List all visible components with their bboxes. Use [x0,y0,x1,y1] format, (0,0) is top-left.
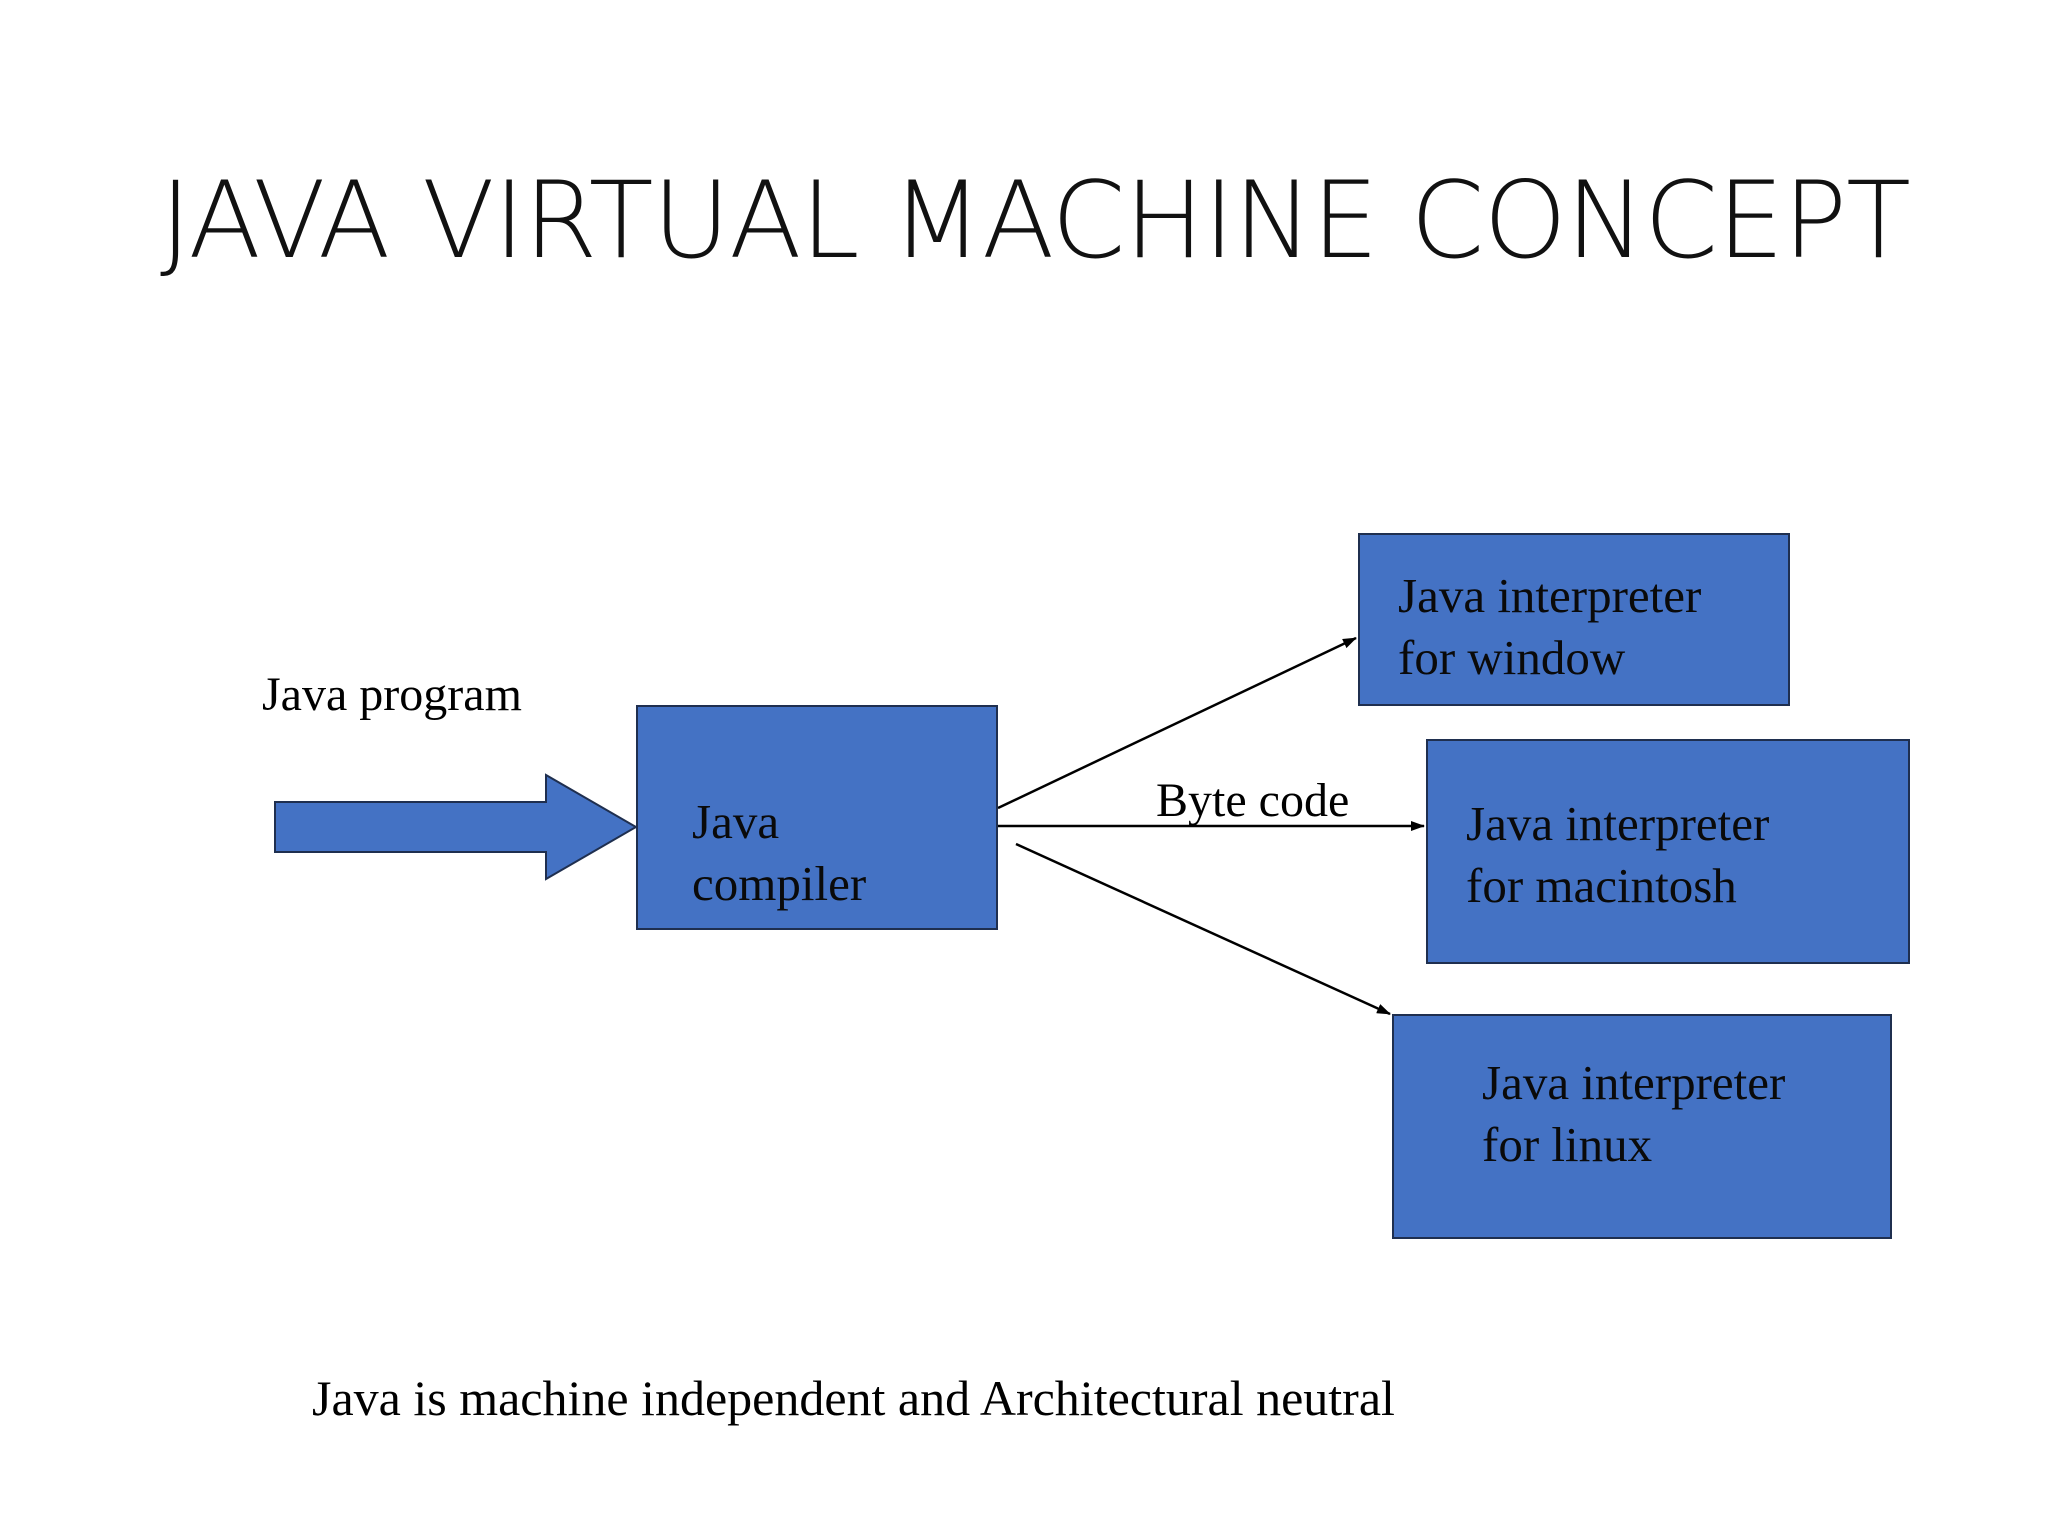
interpreter-linux-box: Java interpreter for linux [1392,1014,1892,1239]
slide-title: JAVA VIRTUAL MACHINE CONCEPT [160,159,1911,282]
interpreter-linux-line-2: for linux [1482,1117,1653,1172]
interpreter-macintosh-text: Java interpreter for macintosh [1466,793,1769,917]
interpreter-linux-line-1: Java interpreter [1482,1055,1786,1110]
java-compiler-line-2: compiler [692,856,867,911]
interpreter-macintosh-box: Java interpreter for macintosh [1426,739,1910,964]
arrow-to-linux-interpreter [1015,842,1391,1016]
interpreter-window-line-1: Java interpreter [1398,568,1702,623]
java-compiler-box: Java compiler [636,705,998,930]
java-compiler-text: Java compiler [692,791,866,915]
interpreter-window-box: Java interpreter for window [1358,533,1790,706]
interpreter-linux-text: Java interpreter for linux [1482,1052,1785,1176]
footer-caption: Java is machine independent and Architec… [312,1370,1395,1426]
java-program-label: Java program [262,668,522,721]
interpreter-macintosh-line-2: for macintosh [1466,858,1737,913]
interpreter-macintosh-line-1: Java interpreter [1466,796,1770,851]
input-block-arrow [274,773,638,881]
interpreter-window-text: Java interpreter for window [1398,565,1701,689]
byte-code-label: Byte code [1156,774,1350,827]
java-compiler-line-1: Java [692,794,780,849]
interpreter-window-line-2: for window [1398,630,1626,685]
